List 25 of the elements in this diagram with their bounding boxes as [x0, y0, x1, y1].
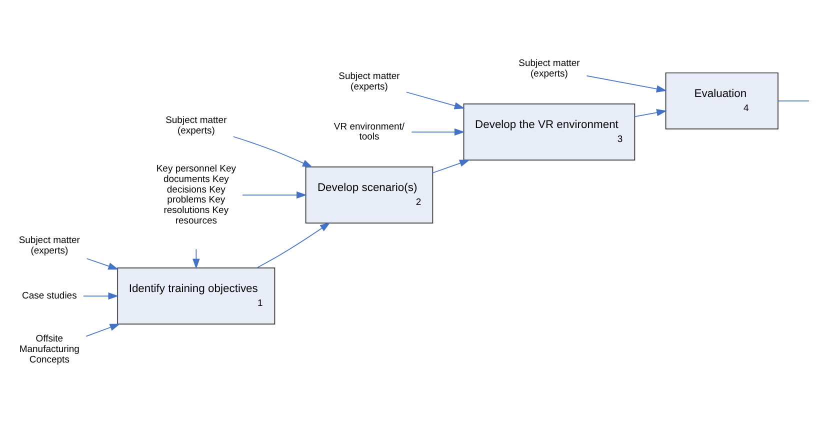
connector — [778, 100, 810, 101]
arrow — [432, 159, 470, 173]
node-box: Evaluation 4 — [665, 72, 778, 129]
node-box: Develop the VR environment 3 — [463, 103, 636, 160]
arrow — [86, 258, 119, 270]
arrow — [406, 91, 465, 109]
arrow — [192, 248, 200, 269]
node-text: Offsite Manufacturing Concepts — [19, 333, 80, 365]
arrow — [242, 190, 307, 198]
arrow — [232, 136, 313, 167]
arrow — [411, 128, 465, 136]
arrow — [634, 108, 667, 117]
arrow — [86, 323, 120, 336]
arrow — [586, 74, 667, 92]
node-text: VR environment/ tools — [334, 120, 405, 142]
node-text: Subject matter (experts) — [18, 234, 80, 256]
arrow — [83, 292, 119, 300]
arrow — [256, 222, 330, 268]
node-text: Key personnel Key documents Key decisions Key problems Key resolutions Key resources — [156, 163, 236, 226]
node-box: Identify training objectives 1 — [117, 267, 276, 324]
node-box: Develop scenario(s) 2 — [305, 166, 434, 224]
node-text: Subject matter (experts) — [338, 70, 400, 92]
node-text: Subject matter (experts) — [166, 114, 227, 136]
node-text: Case studies — [22, 290, 77, 301]
node-text: Subject matter (experts) — [518, 58, 580, 80]
